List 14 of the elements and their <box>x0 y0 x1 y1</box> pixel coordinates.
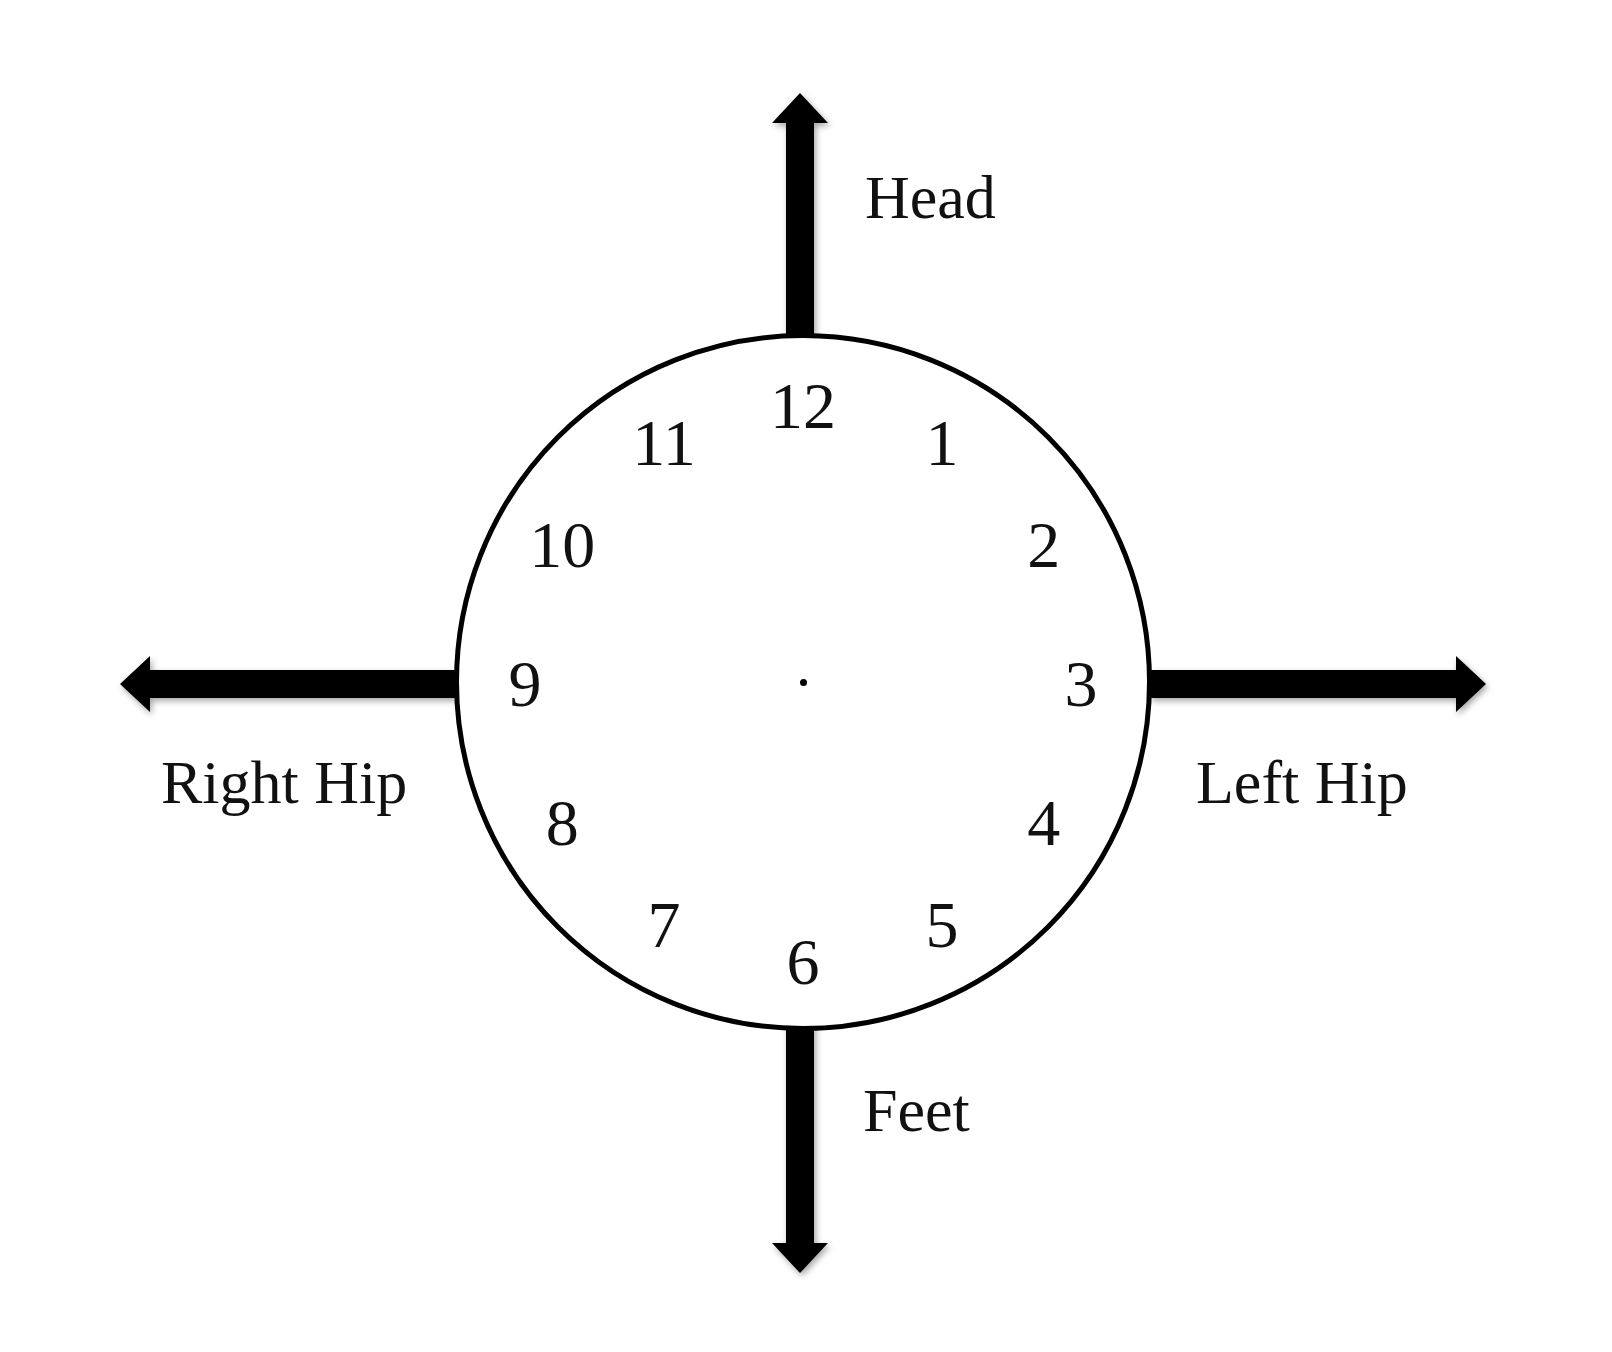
clock-number: 7 <box>647 891 681 958</box>
direction-label: Head <box>865 166 996 228</box>
clock-number: 6 <box>786 929 820 995</box>
clock-number: 1 <box>925 410 959 477</box>
clock-number: 8 <box>545 790 579 856</box>
clock-number: 12 <box>770 373 836 439</box>
clock-number: 4 <box>1027 790 1061 856</box>
clock-number: 9 <box>508 651 542 717</box>
clock-number: 11 <box>632 410 696 477</box>
clock-number: 3 <box>1064 651 1098 717</box>
clock-number: 2 <box>1027 512 1061 578</box>
clock-number: 5 <box>925 891 959 958</box>
direction-label: Feet <box>863 1079 970 1141</box>
clock-number: 10 <box>529 512 596 578</box>
